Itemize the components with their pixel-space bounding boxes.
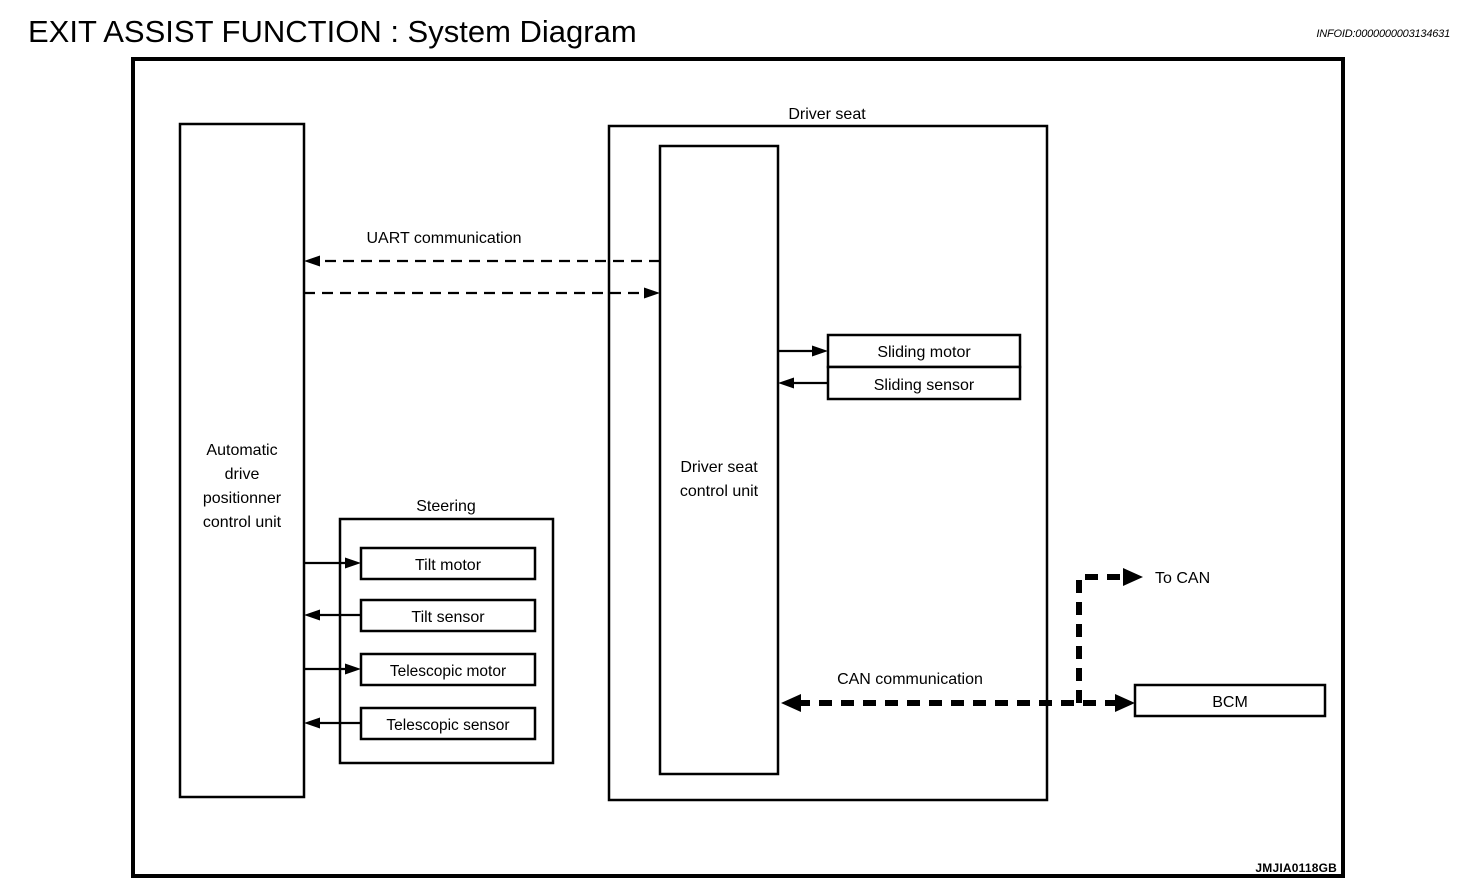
telescopic-sensor-arrowhead — [304, 717, 320, 729]
uart-communication-label: UART communication — [366, 230, 521, 247]
uart-arrowhead-right — [644, 287, 660, 299]
driver-seat-control-unit-box[interactable] — [658, 144, 780, 776]
bcm-box[interactable] — [1133, 683, 1327, 718]
bcm-label: BCM — [1212, 694, 1248, 711]
sliding-motor-label: Sliding motor — [877, 344, 971, 361]
can-communication-label: CAN communication — [837, 671, 983, 688]
sliding-motor-arrowhead — [812, 345, 828, 357]
sliding-sensor-arrowhead — [778, 377, 794, 389]
driver-seat-group-label: Driver seat — [788, 106, 866, 123]
sliding-sensor-label: Sliding sensor — [874, 377, 975, 394]
tilt-motor-box[interactable] — [359, 546, 537, 581]
steering-group-label: Steering — [416, 498, 476, 515]
telescopic-motor-arrowhead — [345, 663, 361, 675]
to-can-arrowhead — [1123, 568, 1143, 586]
telescopic-motor-label: Telescopic motor — [390, 663, 506, 680]
uart-arrowhead-left — [304, 255, 320, 267]
telescopic-motor-box[interactable] — [359, 652, 537, 687]
tilt-motor-label: Tilt motor — [415, 557, 482, 574]
adp-control-unit-label-line3: positionner — [203, 490, 282, 507]
tilt-sensor-label: Tilt sensor — [411, 609, 485, 626]
adp-control-unit-box[interactable] — [178, 122, 306, 799]
telescopic-sensor-label: Telescopic sensor — [386, 717, 509, 734]
adp-control-unit-label-line4: control unit — [203, 514, 282, 531]
page-title: EXIT ASSIST FUNCTION : System Diagram — [28, 14, 637, 49]
to-can-label: To CAN — [1155, 570, 1210, 587]
tilt-sensor-arrowhead — [304, 609, 320, 621]
driver-seat-control-unit-label-line2: control unit — [680, 483, 759, 500]
figure-code-label: JMJIA0118GB — [1255, 861, 1337, 875]
can-arrowhead-right — [1115, 694, 1135, 712]
can-arrowhead-left — [781, 694, 801, 712]
infoid-label: INFOID:0000000003134631 — [1316, 28, 1450, 40]
to-can-branch-line — [1076, 574, 1128, 703]
tilt-motor-arrowhead — [345, 557, 361, 569]
adp-control-unit-label-line2: drive — [225, 466, 260, 483]
driver-seat-control-unit-label-line1: Driver seat — [680, 459, 758, 476]
adp-control-unit-label-line1: Automatic — [206, 442, 277, 459]
